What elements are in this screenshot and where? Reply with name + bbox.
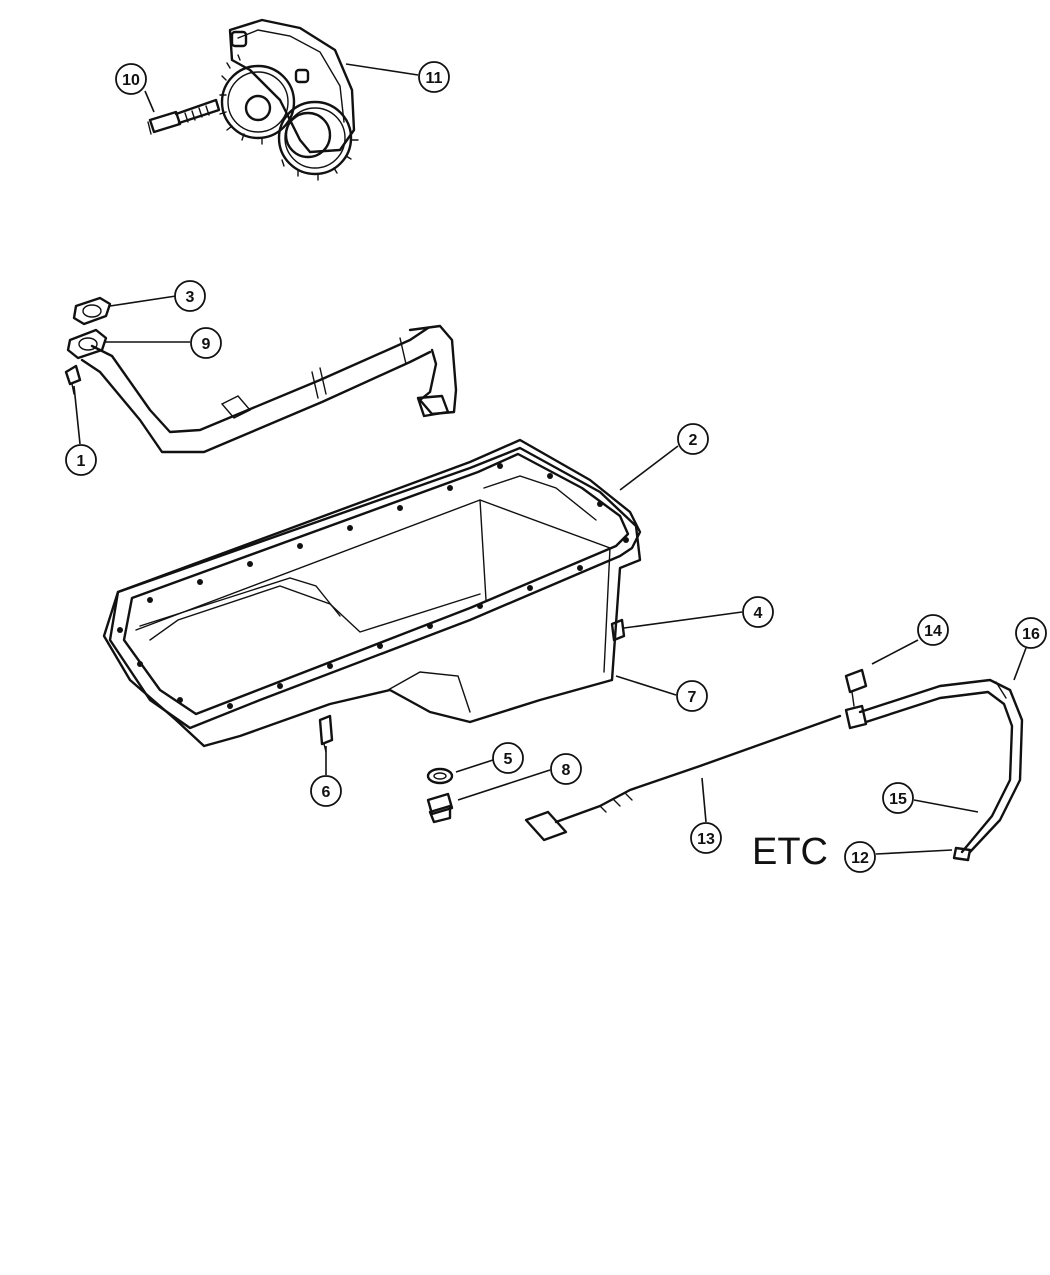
gasket-9	[66, 328, 108, 360]
callout-7-label: 7	[688, 689, 697, 706]
callout-7: 7	[676, 680, 708, 712]
washer-5	[426, 767, 454, 785]
callout-1: 1	[65, 444, 97, 476]
oil-pan	[102, 446, 642, 748]
callout-15-label: 15	[889, 791, 907, 808]
oil-pump-assembly	[219, 18, 359, 181]
callout-9: 9	[190, 327, 222, 359]
etc-note: ETC	[752, 831, 828, 873]
leader-lines	[73, 63, 1027, 855]
callout-14: 14	[917, 614, 949, 646]
callout-5: 5	[492, 742, 524, 774]
callout-8-label: 8	[562, 762, 571, 779]
pan-bolt-holes	[117, 463, 629, 709]
dipstick-13	[524, 714, 842, 842]
callout-13-label: 13	[697, 831, 715, 848]
callout-13: 13	[690, 822, 722, 854]
callout-11-label: 11	[426, 70, 443, 87]
drain-plug-8	[426, 792, 454, 824]
oil-pan-gasket	[108, 438, 642, 730]
callout-15: 15	[882, 782, 914, 814]
callout-16-label: 16	[1022, 626, 1040, 643]
callout-2-label: 2	[689, 432, 698, 449]
callout-12: 12	[844, 841, 876, 873]
bolt-1	[64, 364, 82, 395]
callout-12-label: 12	[851, 850, 869, 867]
callout-6: 6	[310, 775, 342, 807]
oil-pickup-tube	[80, 324, 458, 454]
bolt-10	[147, 98, 221, 135]
dipstick-tube	[844, 678, 1024, 862]
callout-2: 2	[677, 423, 709, 455]
callout-14-label: 14	[924, 623, 942, 640]
callout-3-label: 3	[186, 289, 195, 306]
callout-9-label: 9	[202, 336, 211, 353]
callout-16: 16	[1015, 617, 1047, 649]
bolt-14	[844, 668, 868, 707]
callout-6-label: 6	[322, 784, 331, 801]
callout-10-label: 10	[122, 72, 140, 89]
callout-10: 10	[115, 63, 147, 95]
callout-5-label: 5	[504, 751, 513, 768]
gasket-3	[72, 296, 112, 326]
callout-8: 8	[550, 753, 582, 785]
fitting-4	[610, 618, 626, 642]
callout-1-label: 1	[77, 453, 86, 470]
callout-3: 3	[174, 280, 206, 312]
callout-4-label: 4	[754, 605, 763, 622]
callout-4: 4	[742, 596, 774, 628]
callout-11: 11	[418, 61, 450, 93]
